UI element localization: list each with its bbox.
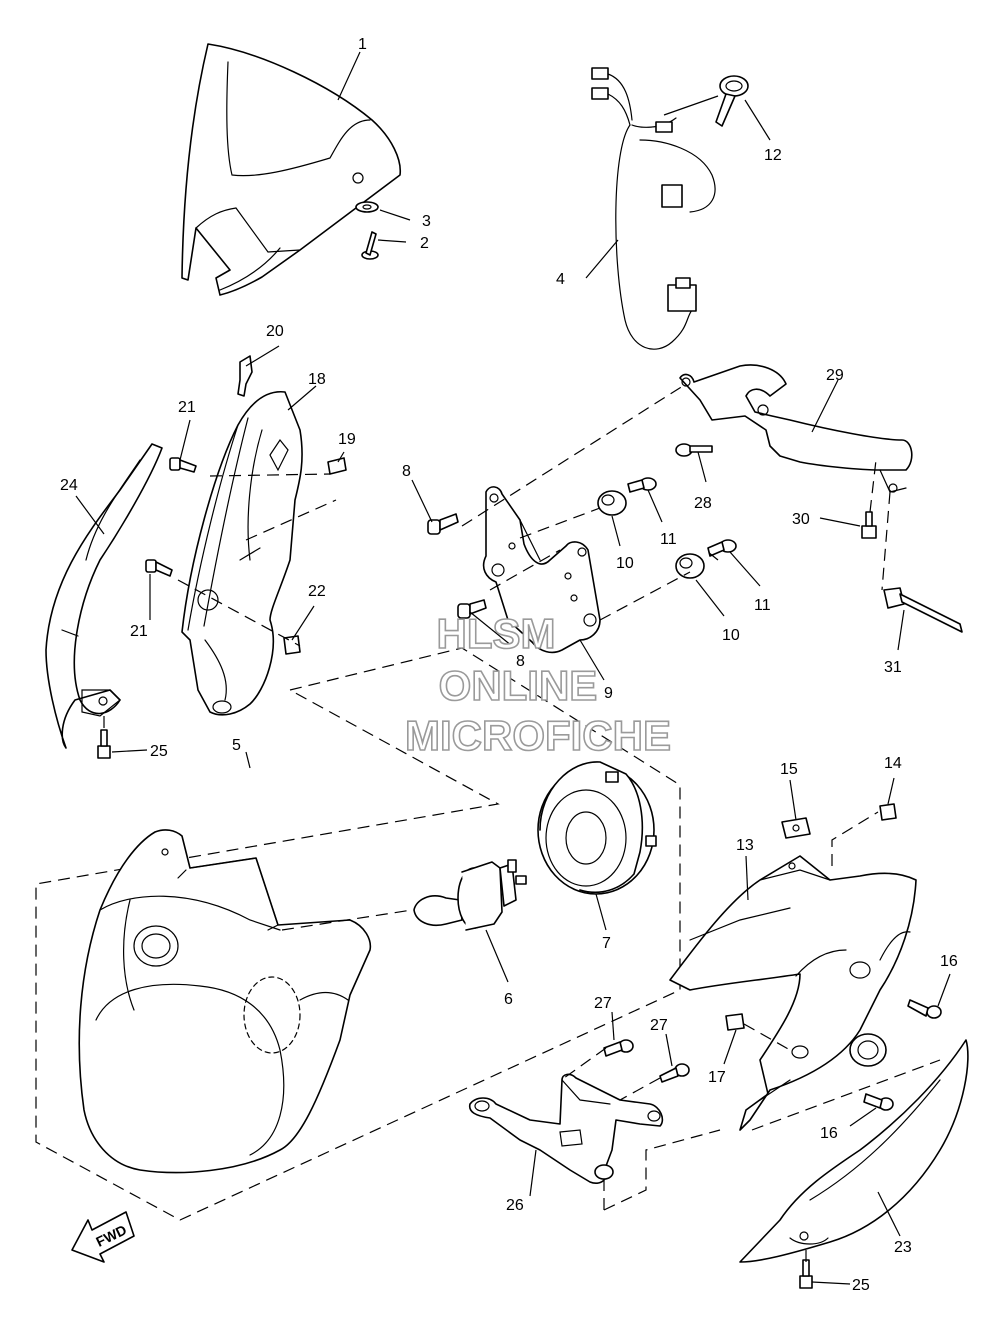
callout-25b: 25	[852, 1277, 870, 1294]
watermark: HLSM ONLINE MICROFICHE	[404, 609, 672, 760]
part-headlight-5[interactable]	[78, 829, 372, 1174]
part-side-cover-23[interactable]	[739, 1039, 969, 1263]
callout-30: 30	[792, 511, 810, 528]
part-screw-25b[interactable]	[799, 1259, 813, 1289]
part-screw-25a[interactable]	[97, 729, 111, 759]
part-stay-29[interactable]	[679, 364, 913, 493]
part-bolt-8b[interactable]	[457, 599, 487, 619]
part-windscreen[interactable]	[181, 43, 402, 296]
part-band-12[interactable]	[715, 75, 749, 127]
callout-7: 7	[602, 935, 611, 952]
callout-8b: 8	[516, 653, 525, 670]
callout-22: 22	[308, 583, 326, 600]
callout-12: 12	[764, 147, 782, 164]
part-bolt-30[interactable]	[861, 511, 877, 539]
assembly-lines	[103, 383, 941, 1262]
part-nut-19[interactable]	[327, 457, 347, 475]
part-bolt-21a[interactable]	[169, 457, 197, 473]
callout-4: 4	[556, 271, 565, 288]
part-screw-16a[interactable]	[907, 999, 942, 1019]
callout-27a: 27	[594, 995, 612, 1012]
callout-19: 19	[338, 431, 356, 448]
part-damper-10b[interactable]	[675, 553, 705, 579]
callout-11b: 11	[754, 597, 771, 614]
callout-6: 6	[504, 991, 513, 1008]
callouts: 1 2 3 4 5 6 7 8 8 9 10 10 11 11 12 13 14…	[60, 36, 958, 1294]
callout-31: 31	[884, 659, 902, 676]
part-bolt-8a[interactable]	[427, 513, 459, 535]
part-clip-20[interactable]	[237, 355, 253, 397]
callout-20: 20	[266, 323, 284, 340]
callout-11a: 11	[660, 531, 677, 548]
callout-16b: 16	[820, 1125, 838, 1142]
watermark-line-2: ONLINE	[439, 662, 598, 709]
part-bulb-cover-7[interactable]	[537, 761, 657, 895]
callout-18: 18	[308, 371, 326, 388]
callout-10a: 10	[616, 555, 634, 572]
leader-lines	[75, 51, 951, 1285]
part-damper-10a[interactable]	[597, 490, 627, 516]
callout-25a: 25	[150, 743, 168, 760]
part-sub-wire-harness[interactable]	[591, 67, 716, 350]
part-nut-17[interactable]	[725, 1013, 745, 1031]
callout-10b: 10	[722, 627, 740, 644]
part-bracket-26[interactable]	[468, 1073, 664, 1184]
callout-28: 28	[694, 495, 712, 512]
part-bulb-6[interactable]	[413, 859, 527, 931]
callout-8a: 8	[402, 463, 411, 480]
part-tie-31[interactable]	[883, 587, 963, 633]
callout-16a: 16	[940, 953, 958, 970]
callout-5: 5	[232, 737, 241, 754]
part-bolt-28[interactable]	[675, 443, 713, 457]
callout-15: 15	[780, 761, 798, 778]
part-washer-3[interactable]	[355, 201, 379, 213]
part-nut-22[interactable]	[283, 635, 301, 655]
callout-26: 26	[506, 1197, 524, 1214]
part-side-cover-24[interactable]	[45, 443, 163, 749]
callout-3: 3	[422, 213, 431, 230]
callout-13: 13	[736, 837, 754, 854]
part-screw-16b[interactable]	[863, 1093, 894, 1111]
part-screw-2[interactable]	[361, 231, 379, 260]
part-cowling-13[interactable]	[669, 855, 917, 1131]
callout-21a: 21	[178, 399, 196, 416]
callout-9: 9	[604, 685, 613, 702]
watermark-line-1: HLSM	[437, 610, 556, 657]
callout-29: 29	[826, 367, 844, 384]
callout-1: 1	[358, 36, 367, 53]
callout-23: 23	[894, 1239, 912, 1256]
assembly-outline-5	[35, 647, 681, 1221]
callout-27b: 27	[650, 1017, 668, 1034]
part-bolt-11a[interactable]	[627, 477, 657, 493]
callout-17: 17	[708, 1069, 726, 1086]
part-bolt-27b[interactable]	[659, 1063, 690, 1083]
callout-21b: 21	[130, 623, 148, 640]
callout-2: 2	[420, 235, 429, 252]
watermark-line-3: MICROFICHE	[405, 712, 671, 759]
callout-24: 24	[60, 477, 78, 494]
part-nut-15[interactable]	[781, 817, 811, 839]
part-bolt-27a[interactable]	[603, 1039, 634, 1057]
part-bolt-21b[interactable]	[145, 559, 173, 577]
part-nut-14[interactable]	[879, 803, 897, 821]
fwd-arrow: FWD	[71, 1211, 135, 1263]
callout-14: 14	[884, 755, 902, 772]
part-inner-panel-18[interactable]	[181, 390, 303, 716]
